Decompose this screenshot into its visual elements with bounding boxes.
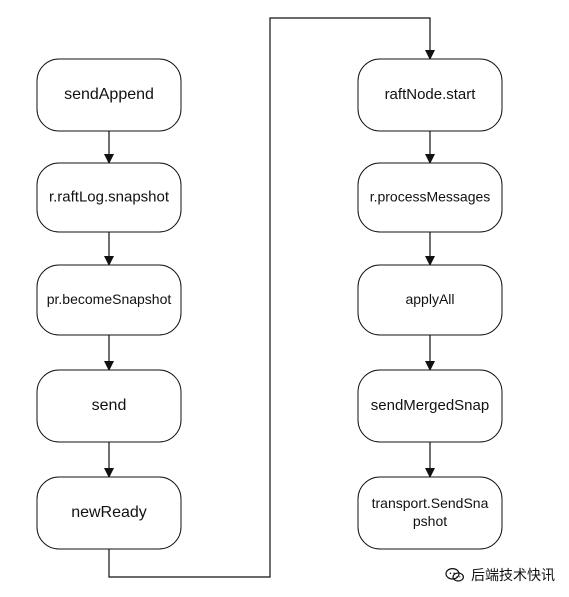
watermark: 后端技术快讯 [441, 563, 559, 587]
node-box [36, 369, 182, 443]
node-label: r.processMessages [370, 188, 491, 204]
node-label: send [92, 397, 127, 414]
node-box [36, 264, 182, 336]
node-label: r.raftLog.snapshot [49, 188, 170, 205]
node-sendSnapshot: transport.SendSna pshot [357, 476, 503, 550]
node-newReady: newReady [36, 476, 182, 550]
node-sendAppend: sendAppend [36, 58, 182, 132]
node-box [357, 162, 503, 233]
node-label-line: transport.SendSna [372, 495, 489, 511]
node-label: transport.SendSna pshot [372, 495, 489, 529]
wechat-icon [445, 567, 465, 583]
node-processMessages: r.processMessages [357, 162, 503, 233]
edge-newReady-to-raftNodeStart [108, 17, 435, 578]
node-label-line: pshot [413, 513, 447, 529]
node-box [36, 58, 182, 132]
node-label-line: raftNode.start [385, 86, 477, 103]
node-label-line: sendMergedSnap [371, 397, 489, 414]
node-label-line: send [92, 397, 127, 414]
node-label: sendMergedSnap [371, 397, 489, 414]
node-label: raftNode.start [385, 86, 477, 103]
node-box [36, 162, 182, 233]
node-box [36, 476, 182, 550]
node-box [357, 264, 503, 336]
node-layer: sendAppend r.raftLog.snapshot pr.becomeSna… [36, 58, 503, 550]
edge-layer [104, 17, 435, 578]
node-label-line: newReady [71, 504, 147, 521]
node-label: pr.becomeSnapshot [47, 291, 172, 307]
node-box [357, 369, 503, 443]
node-becomeSnapshot: pr.becomeSnapshot [36, 264, 182, 336]
node-applyAll: applyAll [357, 264, 503, 336]
node-send: send [36, 369, 182, 443]
watermark-text: 后端技术快讯 [471, 568, 555, 584]
node-label-line: pr.becomeSnapshot [47, 291, 172, 307]
node-label: newReady [71, 504, 147, 521]
node-label-line: sendAppend [64, 86, 154, 103]
node-raftNodeStart: raftNode.start [357, 58, 503, 132]
node-label: applyAll [405, 291, 454, 307]
node-snapshot: r.raftLog.snapshot [36, 162, 182, 233]
node-label-line: applyAll [405, 291, 454, 307]
node-box [357, 476, 503, 550]
node-label-line: r.raftLog.snapshot [49, 188, 170, 205]
node-sendMergedSnap: sendMergedSnap [357, 369, 503, 443]
node-label-line: r.processMessages [370, 188, 491, 204]
node-box [357, 58, 503, 132]
node-label: sendAppend [64, 86, 154, 103]
